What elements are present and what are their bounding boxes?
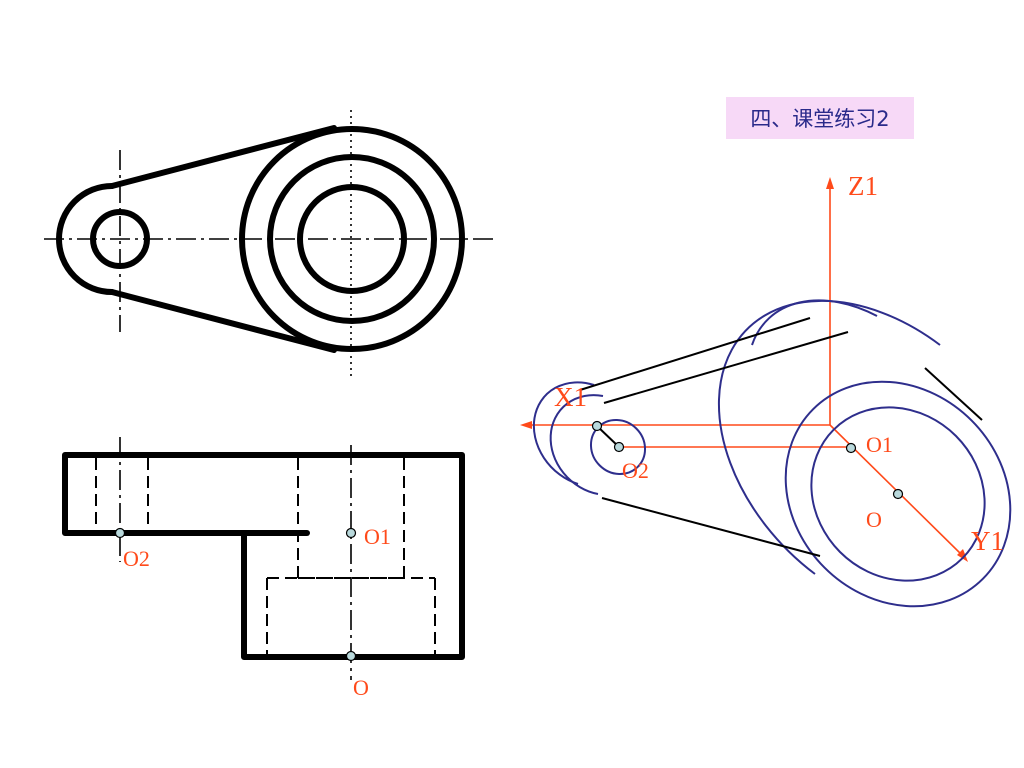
label-y1: Y1 — [971, 526, 1004, 556]
point-o2-front — [114, 527, 126, 539]
lower-tangent — [601, 497, 821, 557]
boss-rear-arc — [751, 299, 878, 346]
slide-title: 四、课堂练习2 — [726, 97, 914, 139]
upper-rear-tangent — [579, 317, 811, 391]
upper-tangent-edge — [109, 125, 337, 189]
point-o-front — [345, 650, 357, 662]
label-x1: X1 — [554, 382, 587, 412]
point-o1-front — [345, 527, 357, 539]
point-x1-origin — [591, 420, 603, 432]
label-o-front: O — [353, 675, 369, 700]
y1-axis-arrow — [957, 549, 968, 562]
label-o2-front: O2 — [123, 546, 150, 571]
small-hole-circle — [90, 209, 150, 269]
boss-outer-circle — [239, 126, 465, 352]
point-o-iso — [892, 488, 904, 500]
label-o1-iso: O1 — [866, 432, 893, 457]
upper-front-tangent — [603, 331, 849, 404]
top-view — [44, 110, 496, 378]
boss-bore-circle — [297, 184, 407, 294]
label-o1-front: O1 — [364, 524, 391, 549]
label-o2-iso: O2 — [622, 458, 649, 483]
boss-middle-circle — [267, 154, 437, 324]
lug-outer-arc-far — [532, 381, 595, 485]
label-o-iso: O — [866, 507, 882, 532]
point-o2-iso — [613, 441, 625, 453]
boss-front-bore-ellipse — [810, 406, 986, 582]
boss-front-outer-ellipse — [784, 380, 1012, 608]
right-silhouette-edge — [924, 367, 983, 421]
lower-tangent-edge — [109, 289, 337, 353]
front-view: O2 O1 O — [62, 437, 465, 700]
z1-axis-arrow — [826, 177, 834, 189]
x1-axis-arrow — [520, 421, 532, 429]
boss-top-outer-ellipse — [717, 299, 941, 575]
front-view-outline — [62, 452, 465, 660]
point-o1-iso — [845, 442, 857, 454]
isometric-view: Z1 X1 Y1 O1 O2 O — [520, 171, 1012, 608]
label-z1: Z1 — [848, 171, 878, 201]
lug-outer-arc-near — [549, 394, 604, 495]
lug-outer-arc — [56, 183, 115, 295]
